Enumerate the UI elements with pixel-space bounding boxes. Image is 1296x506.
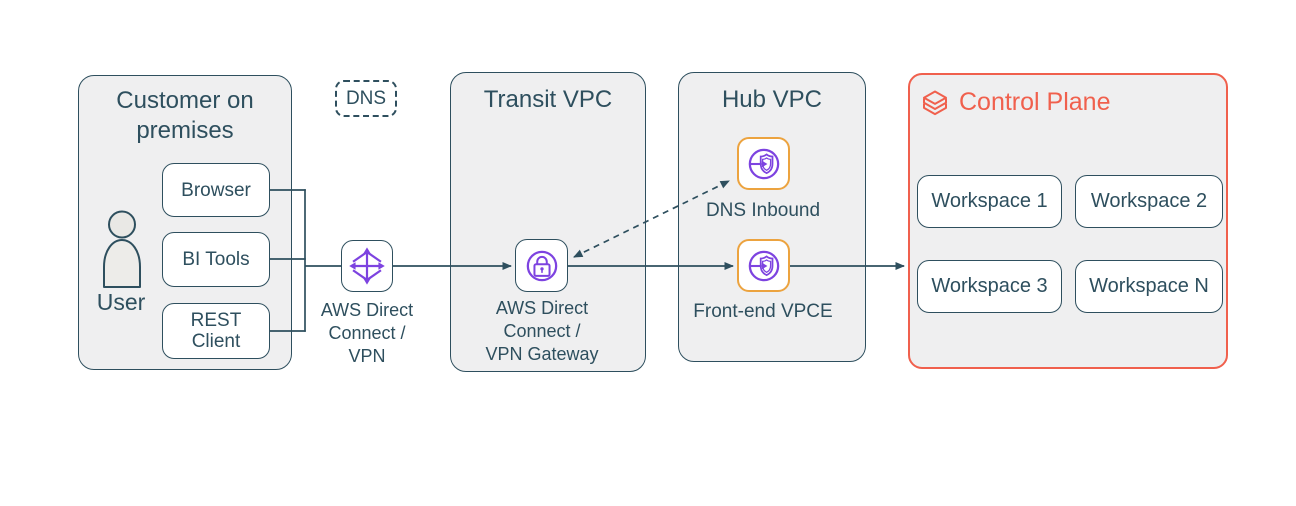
front-end-vpce-iconbox [737, 239, 790, 292]
aws-direct-connect-vpn-iconbox [341, 240, 393, 292]
rest-client-node: REST Client [162, 303, 270, 359]
browser-node: Browser [162, 163, 270, 217]
workspace-3-node: Workspace 3 [917, 260, 1062, 313]
user-label: User [96, 289, 146, 315]
control-plane-title-row: Control Plane [921, 88, 1110, 117]
user-icon [103, 210, 141, 288]
bi-tools-node: BI Tools [162, 232, 270, 287]
vpn-gateway-iconbox [515, 239, 568, 292]
lock-icon [526, 250, 557, 281]
workspace-n-node: Workspace N [1075, 260, 1223, 313]
transit-vpc-title: Transit VPC [483, 86, 613, 113]
workspace-2-node: Workspace 2 [1075, 175, 1223, 228]
dns-inbound-caption: DNS Inbound [705, 200, 821, 221]
direct-connect-caption: AWS Direct Connect / VPN [320, 300, 414, 366]
front-end-vpce-caption: Front-end VPCE [693, 301, 833, 322]
vpc-endpoint-icon [748, 148, 779, 179]
transit-gateway-icon [349, 247, 385, 285]
workspace-1-node: Workspace 1 [917, 175, 1062, 228]
hub-vpc-title: Hub VPC [721, 86, 823, 113]
dashed-arrow-gateway-dns-inbound [573, 180, 730, 258]
vpn-gateway-caption: AWS Direct Connect / VPN Gateway [485, 298, 599, 364]
vpc-endpoint-icon [748, 250, 779, 281]
dns-inbound-iconbox [737, 137, 790, 190]
databricks-logo-icon [923, 90, 947, 115]
customer-panel-title: Customer on premises [116, 87, 254, 144]
control-plane-title: Control Plane [959, 88, 1111, 116]
dns-tag: DNS [335, 80, 397, 117]
